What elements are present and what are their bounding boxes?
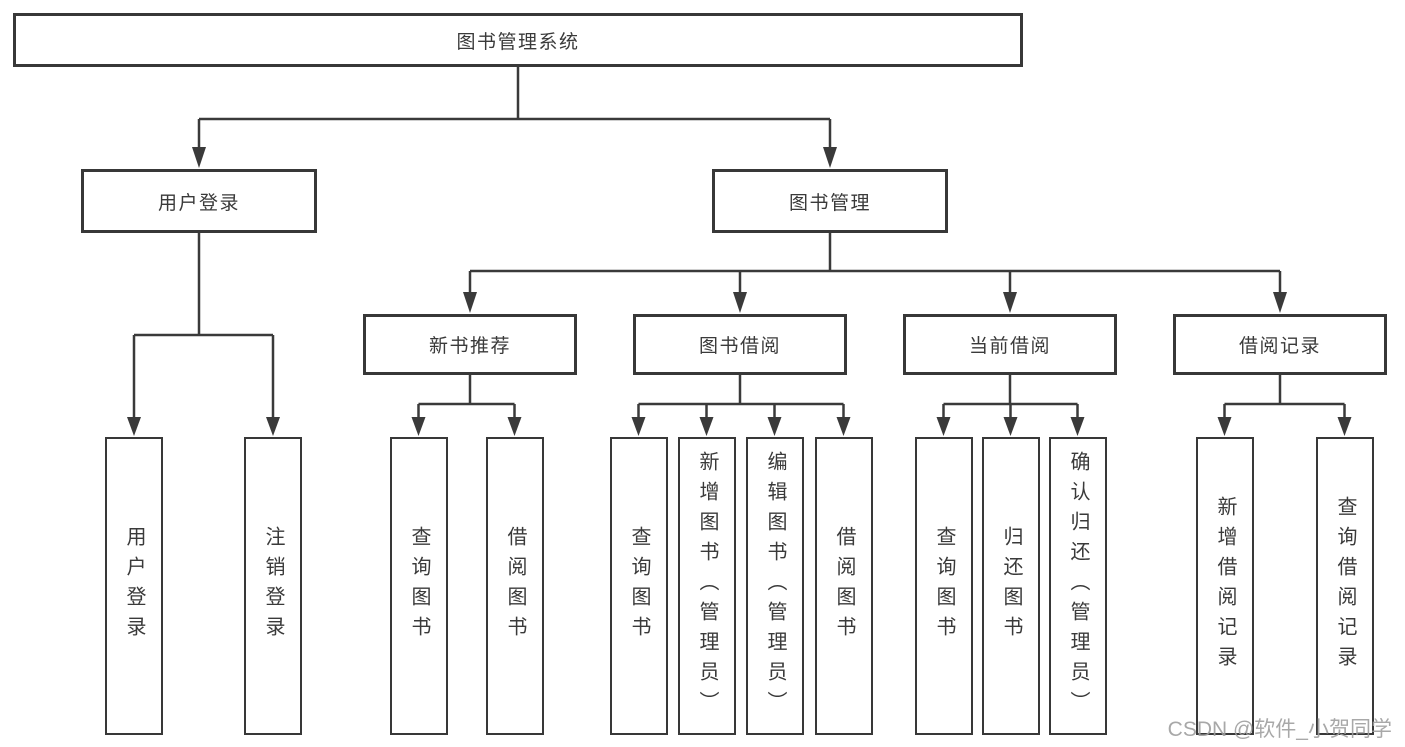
leaf-records-add-record-label: 新增借阅记录 <box>1214 496 1236 676</box>
node-borrow-records-label: 借阅记录 <box>1238 336 1321 357</box>
leaf-current-return-book: 归还图书 <box>982 437 1040 735</box>
leaf-user-login: 用户登录 <box>105 437 163 735</box>
leaf-borrow-edit-book-admin-label: 编辑图书（管理员） <box>764 451 786 721</box>
leaf-current-query-book-label: 查询图书 <box>933 526 955 646</box>
leaf-borrow-edit-book-admin: 编辑图书（管理员） <box>746 437 804 735</box>
watermark: CSDN @软件_小贺同学 <box>1167 718 1392 741</box>
leaf-logout: 注销登录 <box>244 437 302 735</box>
node-book-borrow-label: 图书借阅 <box>698 336 781 357</box>
leaf-borrow-query-book-label: 查询图书 <box>628 526 650 646</box>
node-root-label: 图书管理系统 <box>456 31 580 53</box>
node-book-borrow: 图书借阅 <box>633 314 847 375</box>
leaf-borrow-query-book: 查询图书 <box>610 437 668 735</box>
leaf-current-confirm-return-admin-label: 确认归还（管理员） <box>1067 451 1089 721</box>
leaf-logout-label: 注销登录 <box>262 526 284 646</box>
leaf-borrow-add-book-admin: 新增图书（管理员） <box>678 437 736 735</box>
leaf-borrow-add-book-admin-label: 新增图书（管理员） <box>696 451 718 721</box>
leaf-recommend-borrow-book: 借阅图书 <box>486 437 544 735</box>
node-new-book-recommend: 新书推荐 <box>363 314 577 375</box>
leaf-user-login-label: 用户登录 <box>123 526 145 646</box>
leaf-recommend-query-book-label: 查询图书 <box>408 526 430 646</box>
leaf-borrow-borrow-book-label: 借阅图书 <box>833 526 855 646</box>
leaf-borrow-borrow-book: 借阅图书 <box>815 437 873 735</box>
node-user-login: 用户登录 <box>81 169 317 233</box>
node-current-borrow: 当前借阅 <box>903 314 1117 375</box>
leaf-records-add-record: 新增借阅记录 <box>1196 437 1254 735</box>
node-borrow-records: 借阅记录 <box>1173 314 1387 375</box>
node-current-borrow-label: 当前借阅 <box>968 336 1051 357</box>
node-book-management-label: 图书管理 <box>788 192 871 214</box>
node-user-login-label: 用户登录 <box>157 192 240 214</box>
leaf-recommend-borrow-book-label: 借阅图书 <box>504 526 526 646</box>
node-root: 图书管理系统 <box>13 13 1023 67</box>
node-book-management: 图书管理 <box>712 169 948 233</box>
node-new-book-recommend-label: 新书推荐 <box>428 336 511 357</box>
leaf-recommend-query-book: 查询图书 <box>390 437 448 735</box>
leaf-current-return-book-label: 归还图书 <box>1000 526 1022 646</box>
leaf-records-query-record-label: 查询借阅记录 <box>1334 496 1356 676</box>
leaf-current-query-book: 查询图书 <box>915 437 973 735</box>
leaf-records-query-record: 查询借阅记录 <box>1316 437 1374 735</box>
leaf-current-confirm-return-admin: 确认归还（管理员） <box>1049 437 1107 735</box>
